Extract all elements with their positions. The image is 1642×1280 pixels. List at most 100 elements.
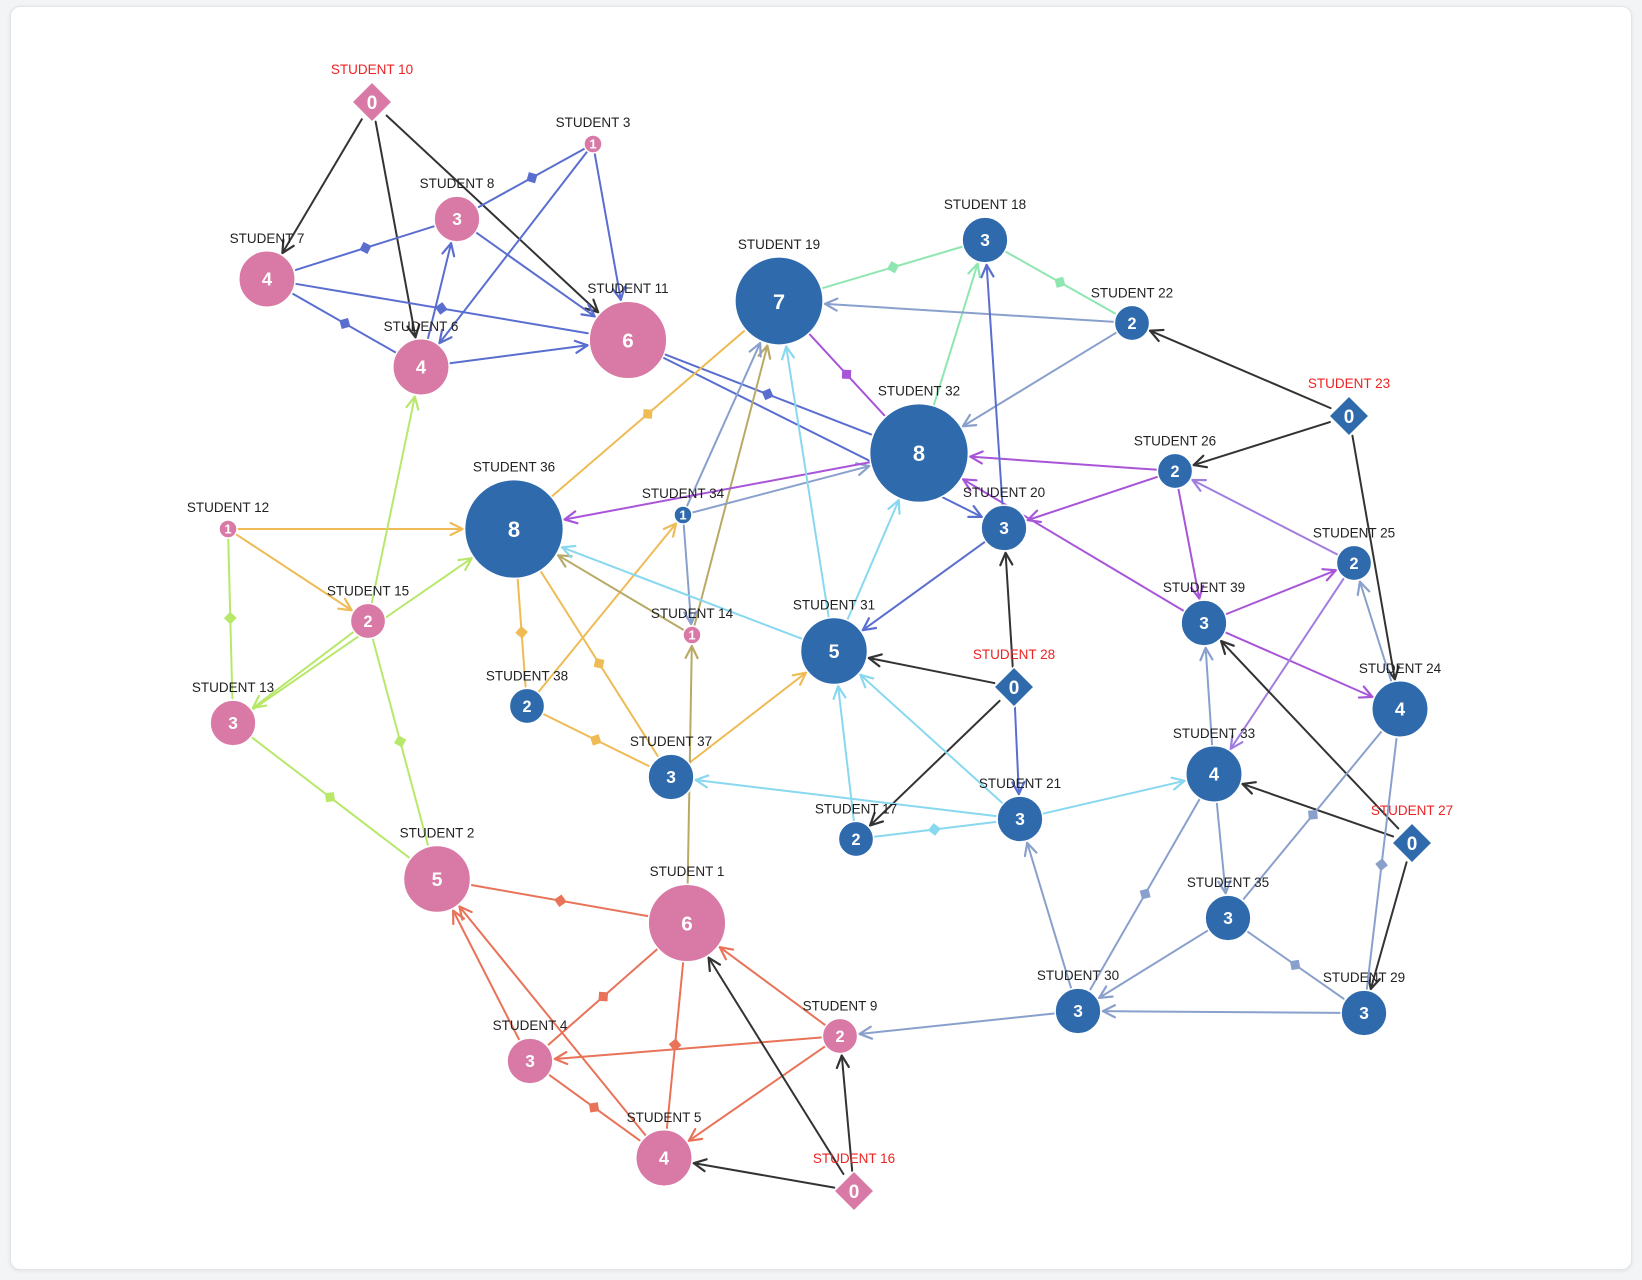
edge-arrowhead bbox=[887, 499, 901, 515]
node-value: 3 bbox=[228, 713, 238, 733]
edge-arrowhead bbox=[961, 413, 978, 428]
node-circle[interactable] bbox=[1335, 544, 1373, 582]
node-circle[interactable] bbox=[1113, 304, 1151, 342]
node-circle[interactable] bbox=[1371, 680, 1429, 738]
edge-arrowhead bbox=[1101, 1004, 1117, 1019]
source-node-diamond[interactable] bbox=[1327, 394, 1371, 438]
node-circle[interactable] bbox=[682, 625, 702, 645]
edge-s8-s7 bbox=[294, 224, 437, 271]
edge-arrowhead bbox=[967, 505, 983, 518]
node-circle[interactable] bbox=[1204, 894, 1252, 942]
node-circle[interactable] bbox=[463, 478, 565, 580]
node-circle[interactable] bbox=[799, 616, 869, 686]
node-circle[interactable] bbox=[961, 216, 1009, 264]
source-node-diamond[interactable] bbox=[350, 80, 394, 124]
node-circle[interactable] bbox=[506, 1037, 554, 1085]
node-circle[interactable] bbox=[821, 1017, 859, 1055]
edge-arrowhead bbox=[999, 551, 1014, 567]
source-node-diamond[interactable] bbox=[1390, 821, 1434, 865]
node-circle[interactable] bbox=[647, 753, 695, 801]
node-circle[interactable] bbox=[433, 195, 481, 243]
edge-s18-s19 bbox=[822, 245, 965, 289]
node-circle[interactable] bbox=[1340, 989, 1388, 1037]
node-circle[interactable] bbox=[647, 883, 727, 963]
source-node-diamond[interactable] bbox=[832, 1169, 876, 1213]
edge-arrowhead bbox=[406, 323, 421, 339]
edge-s7-s11 bbox=[293, 282, 589, 335]
edge-arrowhead bbox=[1148, 328, 1165, 343]
node-circle[interactable] bbox=[583, 134, 603, 154]
node-circle[interactable] bbox=[996, 795, 1044, 843]
node-circle[interactable] bbox=[868, 402, 970, 504]
node-circle[interactable] bbox=[673, 505, 693, 525]
node-circle[interactable] bbox=[837, 820, 875, 858]
node-circle[interactable] bbox=[1185, 745, 1243, 803]
node-circle[interactable] bbox=[1156, 452, 1194, 490]
node-circle[interactable] bbox=[392, 338, 450, 396]
node-circle[interactable] bbox=[635, 1129, 693, 1187]
edge-s21-s37 bbox=[694, 774, 999, 818]
node-circle[interactable] bbox=[402, 844, 472, 914]
node-circle[interactable] bbox=[734, 256, 824, 346]
node-circle[interactable] bbox=[209, 699, 257, 747]
node-circle[interactable] bbox=[238, 250, 296, 308]
edge-s38-s37 bbox=[541, 712, 650, 767]
source-node-diamond[interactable] bbox=[992, 665, 1036, 709]
edge-s24-s25 bbox=[1356, 580, 1393, 684]
edge-arrowhead bbox=[1385, 665, 1400, 681]
node-circle[interactable] bbox=[508, 687, 546, 725]
node-circle[interactable] bbox=[588, 300, 668, 380]
edge-s18-s22 bbox=[1003, 250, 1116, 315]
edge-arrowhead bbox=[560, 544, 577, 559]
node-circle[interactable] bbox=[1054, 987, 1102, 1035]
node-circle[interactable] bbox=[349, 602, 387, 640]
node-circle[interactable] bbox=[980, 504, 1028, 552]
edge-s10-s6 bbox=[374, 120, 421, 339]
edge-arrowhead bbox=[861, 617, 878, 632]
edge-s6-s7 bbox=[292, 292, 398, 355]
node-circle[interactable] bbox=[218, 519, 238, 539]
edge-s32-s36 bbox=[563, 461, 872, 525]
node-circle[interactable] bbox=[1180, 599, 1228, 647]
